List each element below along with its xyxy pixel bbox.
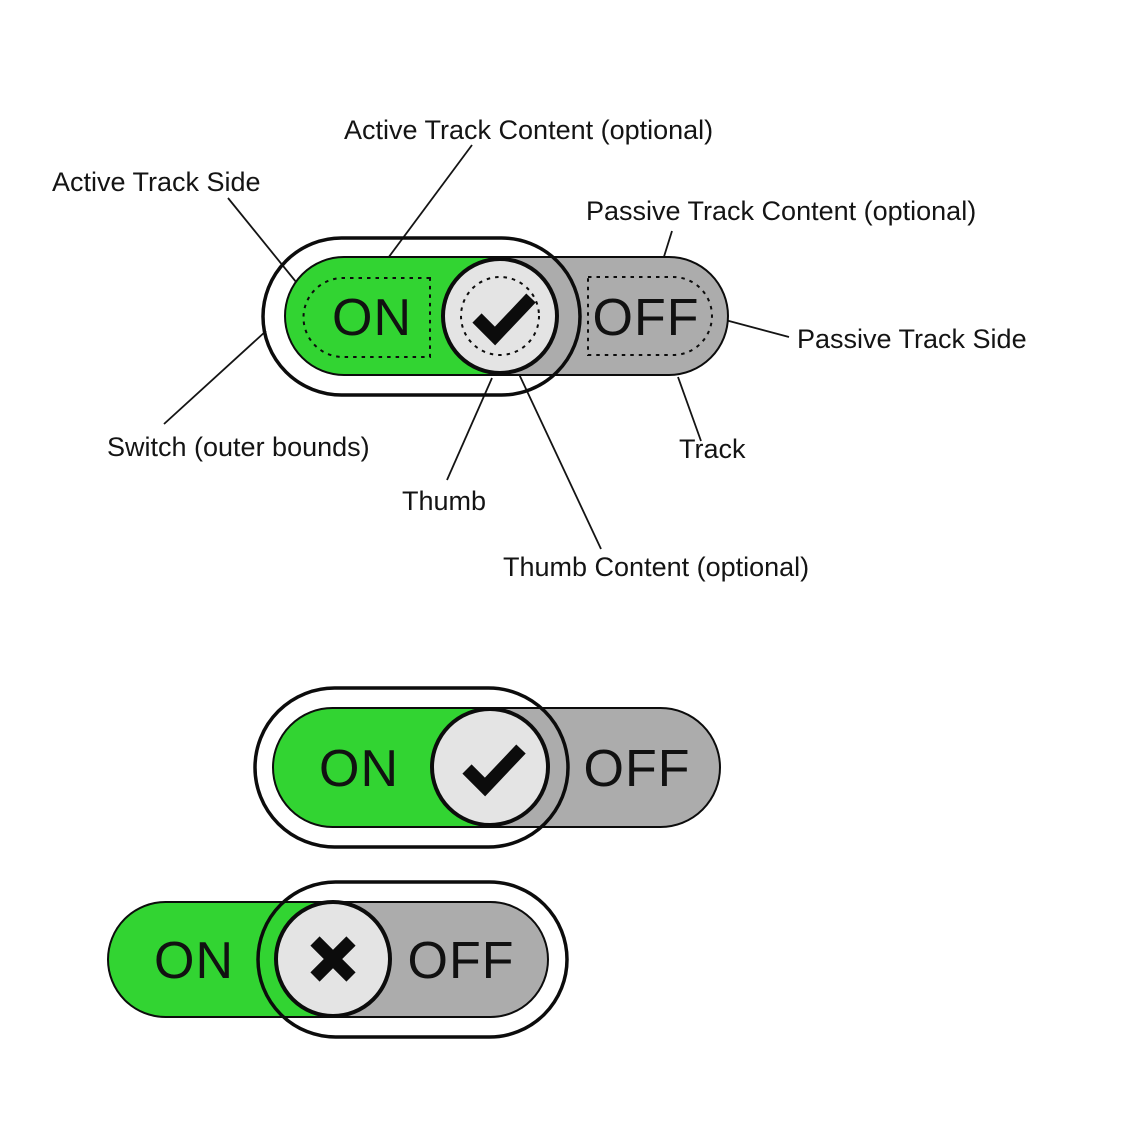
label-passive-track-content: Passive Track Content (optional) [586,196,976,226]
track-active-side [285,257,500,375]
leader-switch-outer-bounds [163,330,267,425]
passive-track-label: OFF [593,289,700,347]
label-track: Track [679,434,746,464]
x-icon [310,936,356,982]
active-track-label: ON [319,740,399,798]
switch-outer-bounds-ring [261,236,582,397]
label-passive-track-side: Passive Track Side [797,324,1027,354]
switch-outer-bounds-ring [256,880,569,1039]
passive-track-content-bounds [587,276,713,356]
switch-outer-bounds-ring [253,686,570,849]
switch-example-off[interactable]: ON OFF [107,880,569,1039]
label-thumb-content: Thumb Content (optional) [503,552,809,582]
track-outline [284,256,729,376]
label-active-track-content: Active Track Content (optional) [344,115,713,145]
thumb [441,257,559,375]
thumb[interactable] [430,707,550,827]
leader-track [677,376,702,442]
switch-example-on[interactable]: ON OFF [253,686,721,849]
passive-track-label: OFF [584,740,691,798]
label-switch-outer-bounds: Switch (outer bounds) [107,432,370,462]
check-icon [472,293,536,346]
label-thumb: Thumb [402,486,486,516]
leader-active-track-side [227,197,306,294]
thumb-content-bounds [460,276,540,356]
passive-track-label: OFF [408,932,515,990]
active-track-label: ON [332,289,412,347]
anatomy-switch-figure: Active Track Content (optional) Active T… [52,115,1027,582]
leader-thumb-content [510,356,602,550]
active-track-label: ON [154,932,234,990]
label-active-track-side: Active Track Side [52,167,261,197]
track-active-side [273,708,490,827]
check-icon [462,744,526,797]
track-active-side [108,902,333,1017]
